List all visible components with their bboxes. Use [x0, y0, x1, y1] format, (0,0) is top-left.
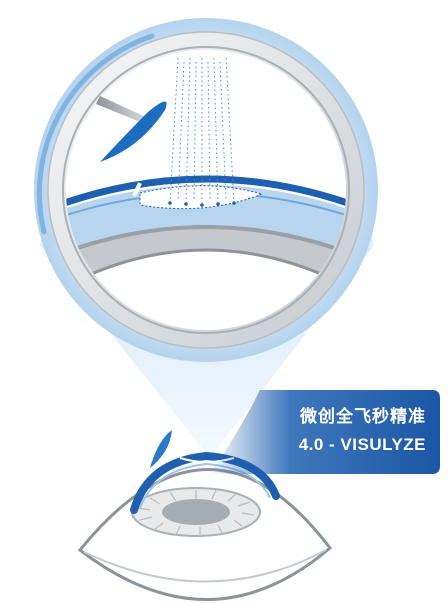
lenticule-fragment: [100, 101, 167, 162]
incision: [132, 182, 142, 197]
eye-cross-section-icon: [77, 451, 333, 601]
surgical-probe-icon: [96, 96, 167, 162]
title-chinese: 微创全飞秒精准: [300, 407, 426, 427]
pupil: [162, 499, 230, 525]
title-banner: 微创全飞秒精准 4.0 - VISULYZE: [200, 390, 440, 474]
cornea-dome: [130, 451, 280, 514]
magnified-view: [66, 50, 346, 330]
extracted-lenticule: [150, 430, 172, 468]
laser-beams-icon: [169, 57, 235, 204]
title-product-name: 4.0 - VISULYZE: [298, 435, 426, 454]
laser-spots: [168, 201, 236, 207]
banner-background: [210, 390, 440, 474]
magnifier-rim-arc: [36, 33, 155, 235]
